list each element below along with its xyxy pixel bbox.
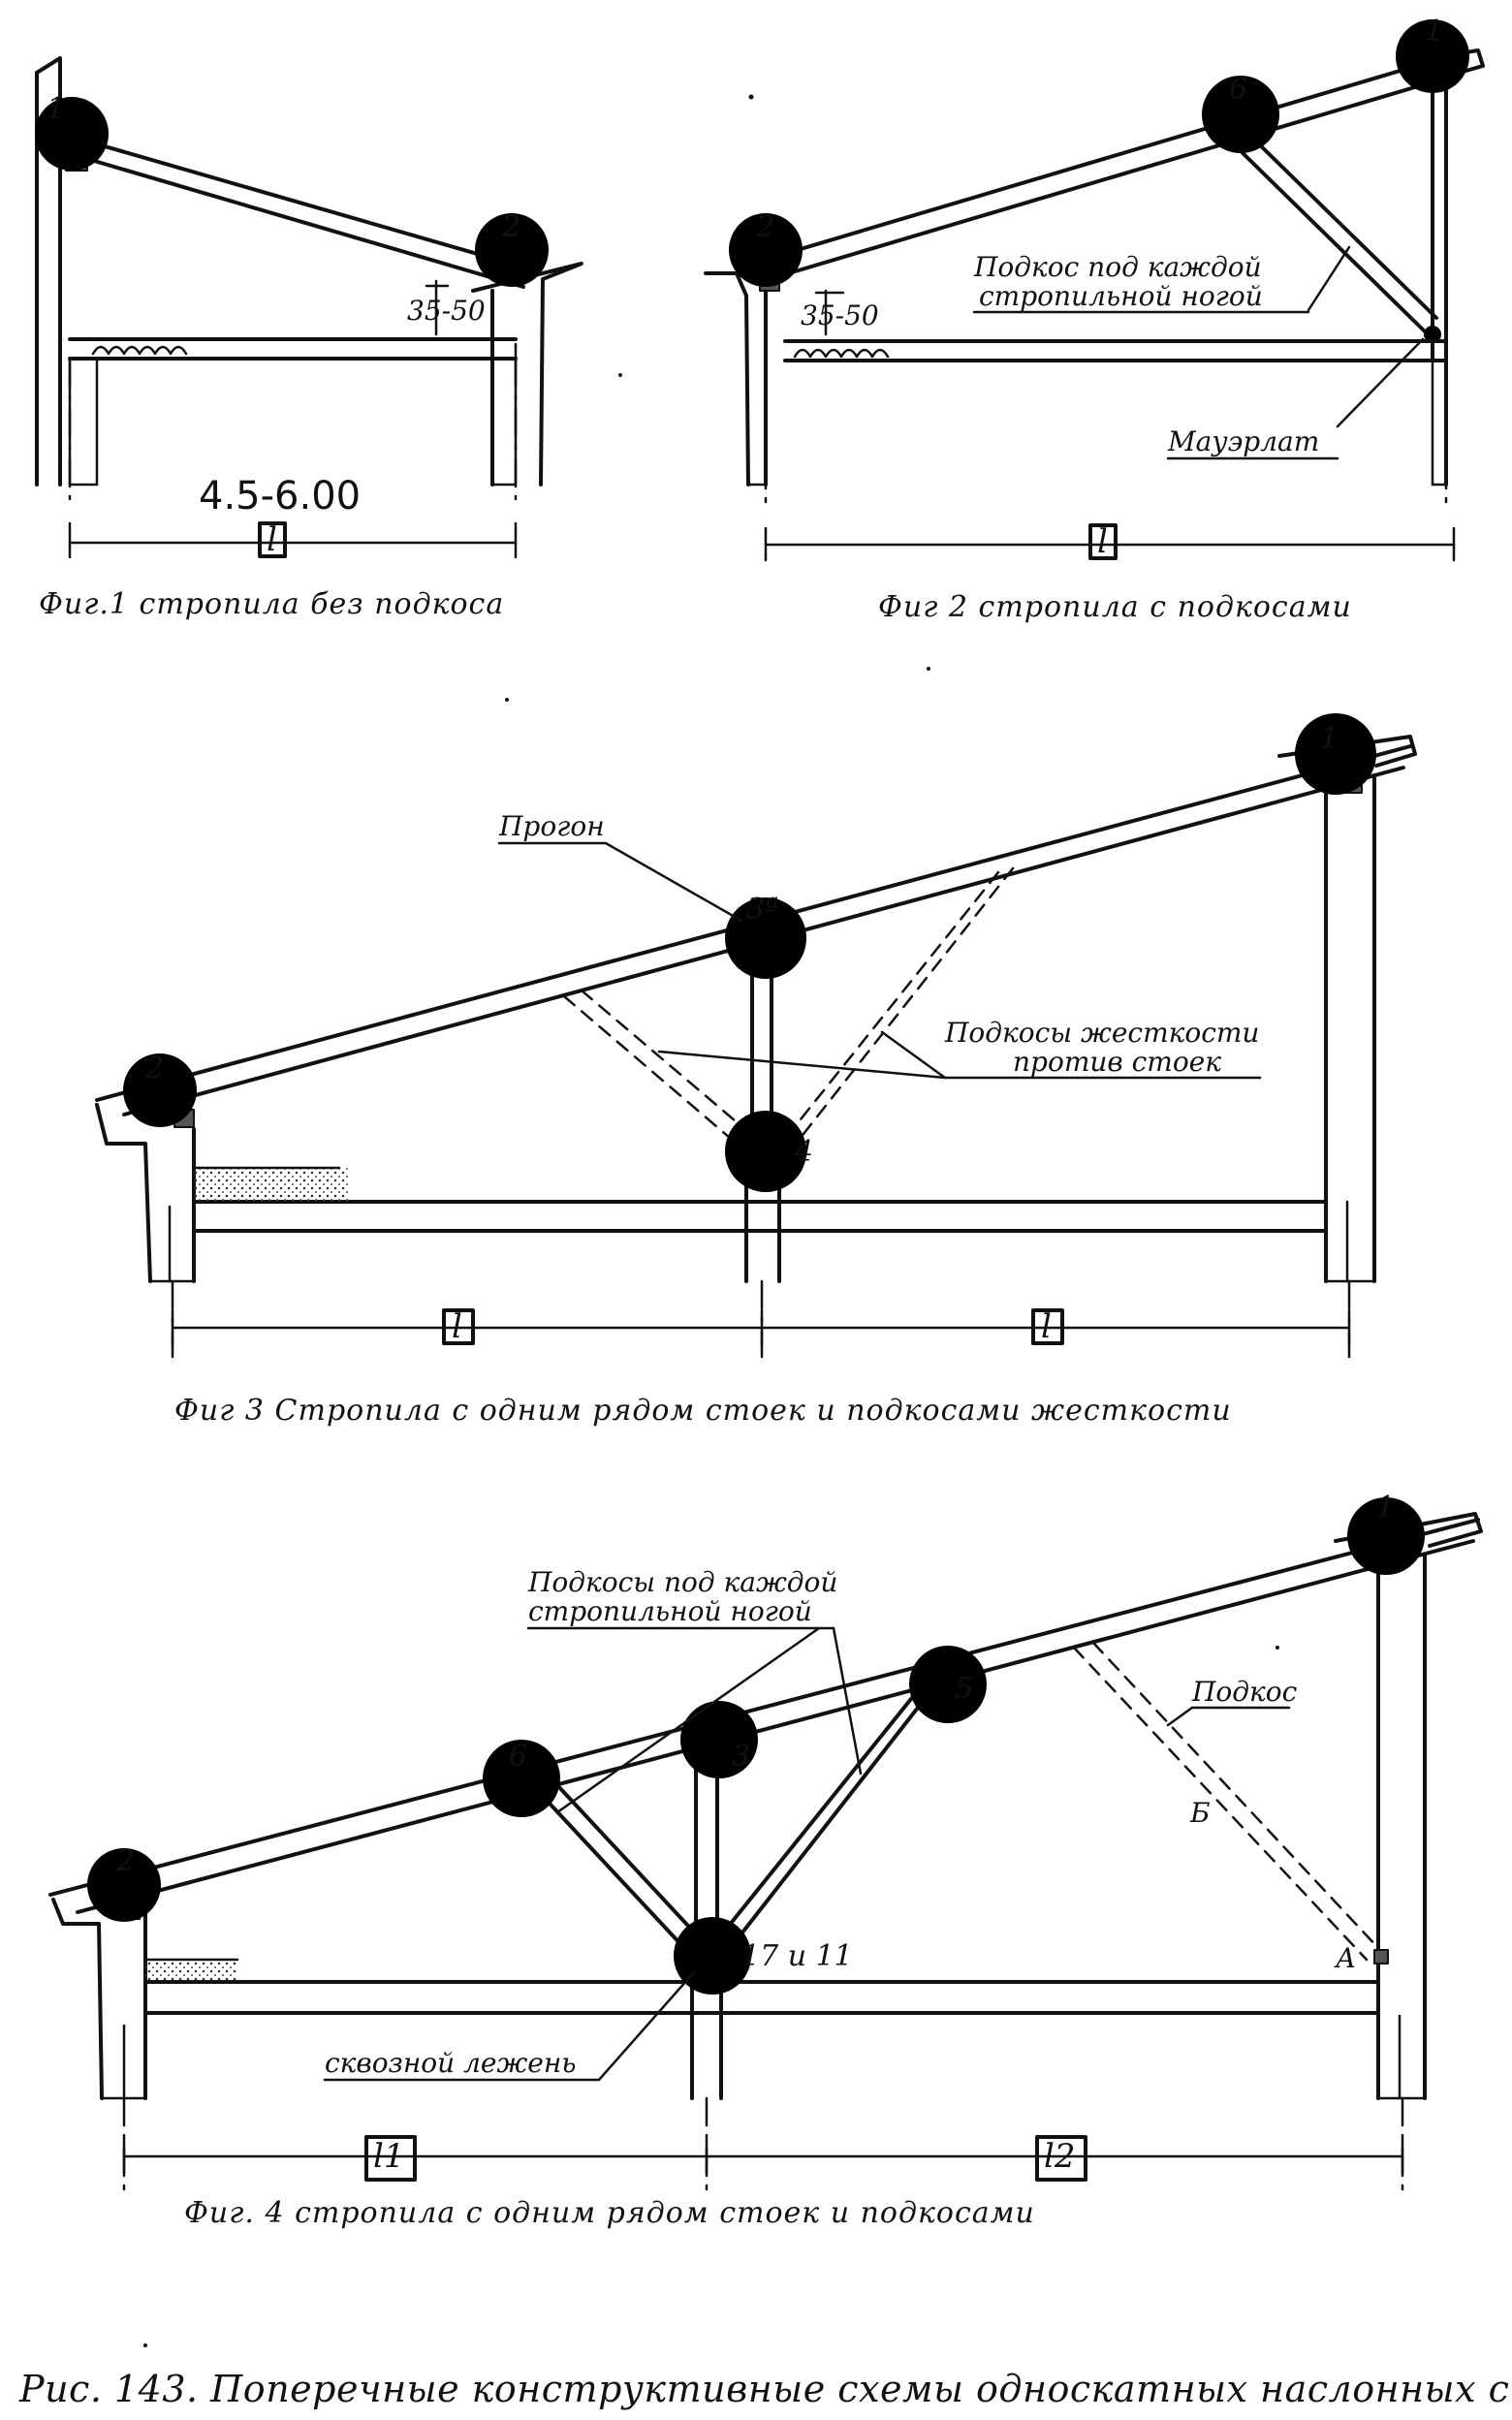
fig2-scheme: 35-50 2 6 1 Подкос под каждой стропильно… xyxy=(704,15,1485,624)
fig3-node-3a-circle xyxy=(725,897,806,979)
fig1-node-2-circle xyxy=(475,213,549,287)
fig2-node-2-label: 2 xyxy=(755,210,774,244)
fig4-node-3-circle xyxy=(680,1701,758,1778)
figure-title: Рис. 143. Поперечные конструктивные схем… xyxy=(18,2368,1512,2410)
fig3-right-wall xyxy=(1277,735,1417,1283)
fig3-node-1-circle xyxy=(1295,713,1376,795)
fig2-wallplate-label: Мауэрлат xyxy=(1167,425,1319,457)
fig2-right-wall xyxy=(1418,48,1485,487)
fig4-node-1-circle xyxy=(1347,1497,1425,1575)
fig1-span-dimension xyxy=(68,521,518,559)
fig3-stiffening-braces xyxy=(562,866,1015,1149)
fig4-span-right-label: l2 xyxy=(1044,2137,1076,2176)
fig3-span-left-label: l xyxy=(452,1307,462,1346)
fig4-node-3-label: 3 xyxy=(732,1740,750,1774)
fig2-ceiling-beam xyxy=(783,339,1448,362)
fig1-ceiling-beam xyxy=(68,337,518,361)
fig3-node-4-circle xyxy=(725,1111,806,1192)
fig1-rafter xyxy=(66,134,533,289)
fig1-clearance-label: 35-50 xyxy=(407,295,486,327)
fig4-node-6-circle xyxy=(483,1740,560,1817)
fig3-purlin-label: Прогон xyxy=(498,810,605,842)
fig1-span-label: l xyxy=(267,520,277,559)
fig4-point-a-block xyxy=(1373,1949,1389,1964)
fig3-ceiling-beam xyxy=(192,1200,1328,1233)
fig4-right-wall xyxy=(1334,1512,1483,2100)
fig4-span-dimension xyxy=(122,2138,1404,2175)
fig4-dashed-brace xyxy=(1072,1641,1380,1962)
fig2-rafter xyxy=(737,51,1461,285)
fig2-node-1-label: 1 xyxy=(1425,15,1443,48)
fig4-node-5-label: 5 xyxy=(955,1672,973,1706)
fig1-node-1-circle xyxy=(35,97,109,171)
fig3-braces-label-line2: против стоек xyxy=(1013,1046,1221,1078)
fig3-scheme: 2 3ª 4 1 Прогон Подкосы жесткости против… xyxy=(95,713,1417,1428)
fig4-scheme: 2 6 3 5 17 и 11 1 Подкосы под каждой стр… xyxy=(48,1491,1483,2230)
fig4-left-wall xyxy=(51,1898,147,2100)
fig1-caption: Фиг.1 стропила без подкоса xyxy=(39,587,504,621)
fig4-node-1-label: 1 xyxy=(1376,1491,1395,1524)
fig3-span-right-label: l xyxy=(1041,1307,1052,1346)
fig4-node-5-circle xyxy=(909,1646,987,1723)
fig4-braces-label-line1: Подкосы под каждой xyxy=(527,1566,837,1598)
fig4-caption: Фиг. 4 стропила с одним рядом стоек и по… xyxy=(184,2196,1035,2230)
fig2-brace-note-line1: Подкос под каждой xyxy=(973,251,1262,283)
fig1-right-wall xyxy=(471,262,583,487)
fig3-node-1-label: 1 xyxy=(1320,722,1339,756)
fig3-node-2-label: 2 xyxy=(144,1052,164,1085)
fig4-brace-label: Подкос xyxy=(1191,1676,1298,1708)
fig2-wallplate-round xyxy=(1424,326,1441,343)
fig3-left-wall xyxy=(95,1103,196,1283)
fig1-node-1-label: 1 xyxy=(47,92,65,126)
fig4-braces xyxy=(536,1680,940,1952)
fig2-node-1-circle xyxy=(1396,19,1469,93)
fig2-caption: Фиг 2 стропила с подкосами xyxy=(878,590,1352,624)
fig3-node-3a-label: 3ª xyxy=(746,893,778,927)
fig3-span-dimension xyxy=(171,1308,1351,1347)
fig2-node-6-label: 6 xyxy=(1229,73,1247,107)
fig3-node-2-circle xyxy=(123,1053,197,1127)
fig2-span-dimension xyxy=(764,526,1456,562)
fig2-node-2-circle xyxy=(729,213,803,287)
fig2-clearance-label: 35-50 xyxy=(801,299,879,331)
fig4-node-6-label: 6 xyxy=(509,1740,527,1774)
fig4-span-left-label: l1 xyxy=(373,2137,405,2176)
fig1-scheme: 35-50 1 2 4.5-6.00 l Фиг.1 стропила без … xyxy=(35,56,583,621)
fig4-sill-label: сквозной лежень xyxy=(325,2047,577,2079)
fig3-braces-label-line1: Подкосы жесткости xyxy=(944,1017,1259,1049)
fig1-handwritten-note: 4.5-6.00 xyxy=(199,474,361,519)
fig4-node-2-circle xyxy=(87,1848,161,1922)
fig2-node-6-circle xyxy=(1202,76,1279,153)
fig4-node-2-label: 2 xyxy=(115,1844,135,1878)
fig4-braces-label-line2: стропильной ногой xyxy=(528,1595,812,1627)
fig2-brace-note-line2: стропильной ногой xyxy=(979,280,1263,312)
fig1-node-2-label: 2 xyxy=(501,210,520,244)
fig3-node-4-label: 4 xyxy=(794,1135,813,1169)
fig2-span-label: l xyxy=(1097,522,1108,561)
fig4-point-b-label: Б xyxy=(1189,1797,1211,1829)
fig2-brace xyxy=(1231,134,1438,333)
fig3-caption: Фиг 3 Стропила с одним рядом стоек и под… xyxy=(174,1394,1232,1428)
fig4-node-17-11-label: 17 и 11 xyxy=(741,1939,853,1973)
fig2-left-wall xyxy=(704,271,768,487)
fig4-point-a-label: А xyxy=(1334,1942,1356,1974)
fig4-rafter xyxy=(48,1518,1480,1914)
